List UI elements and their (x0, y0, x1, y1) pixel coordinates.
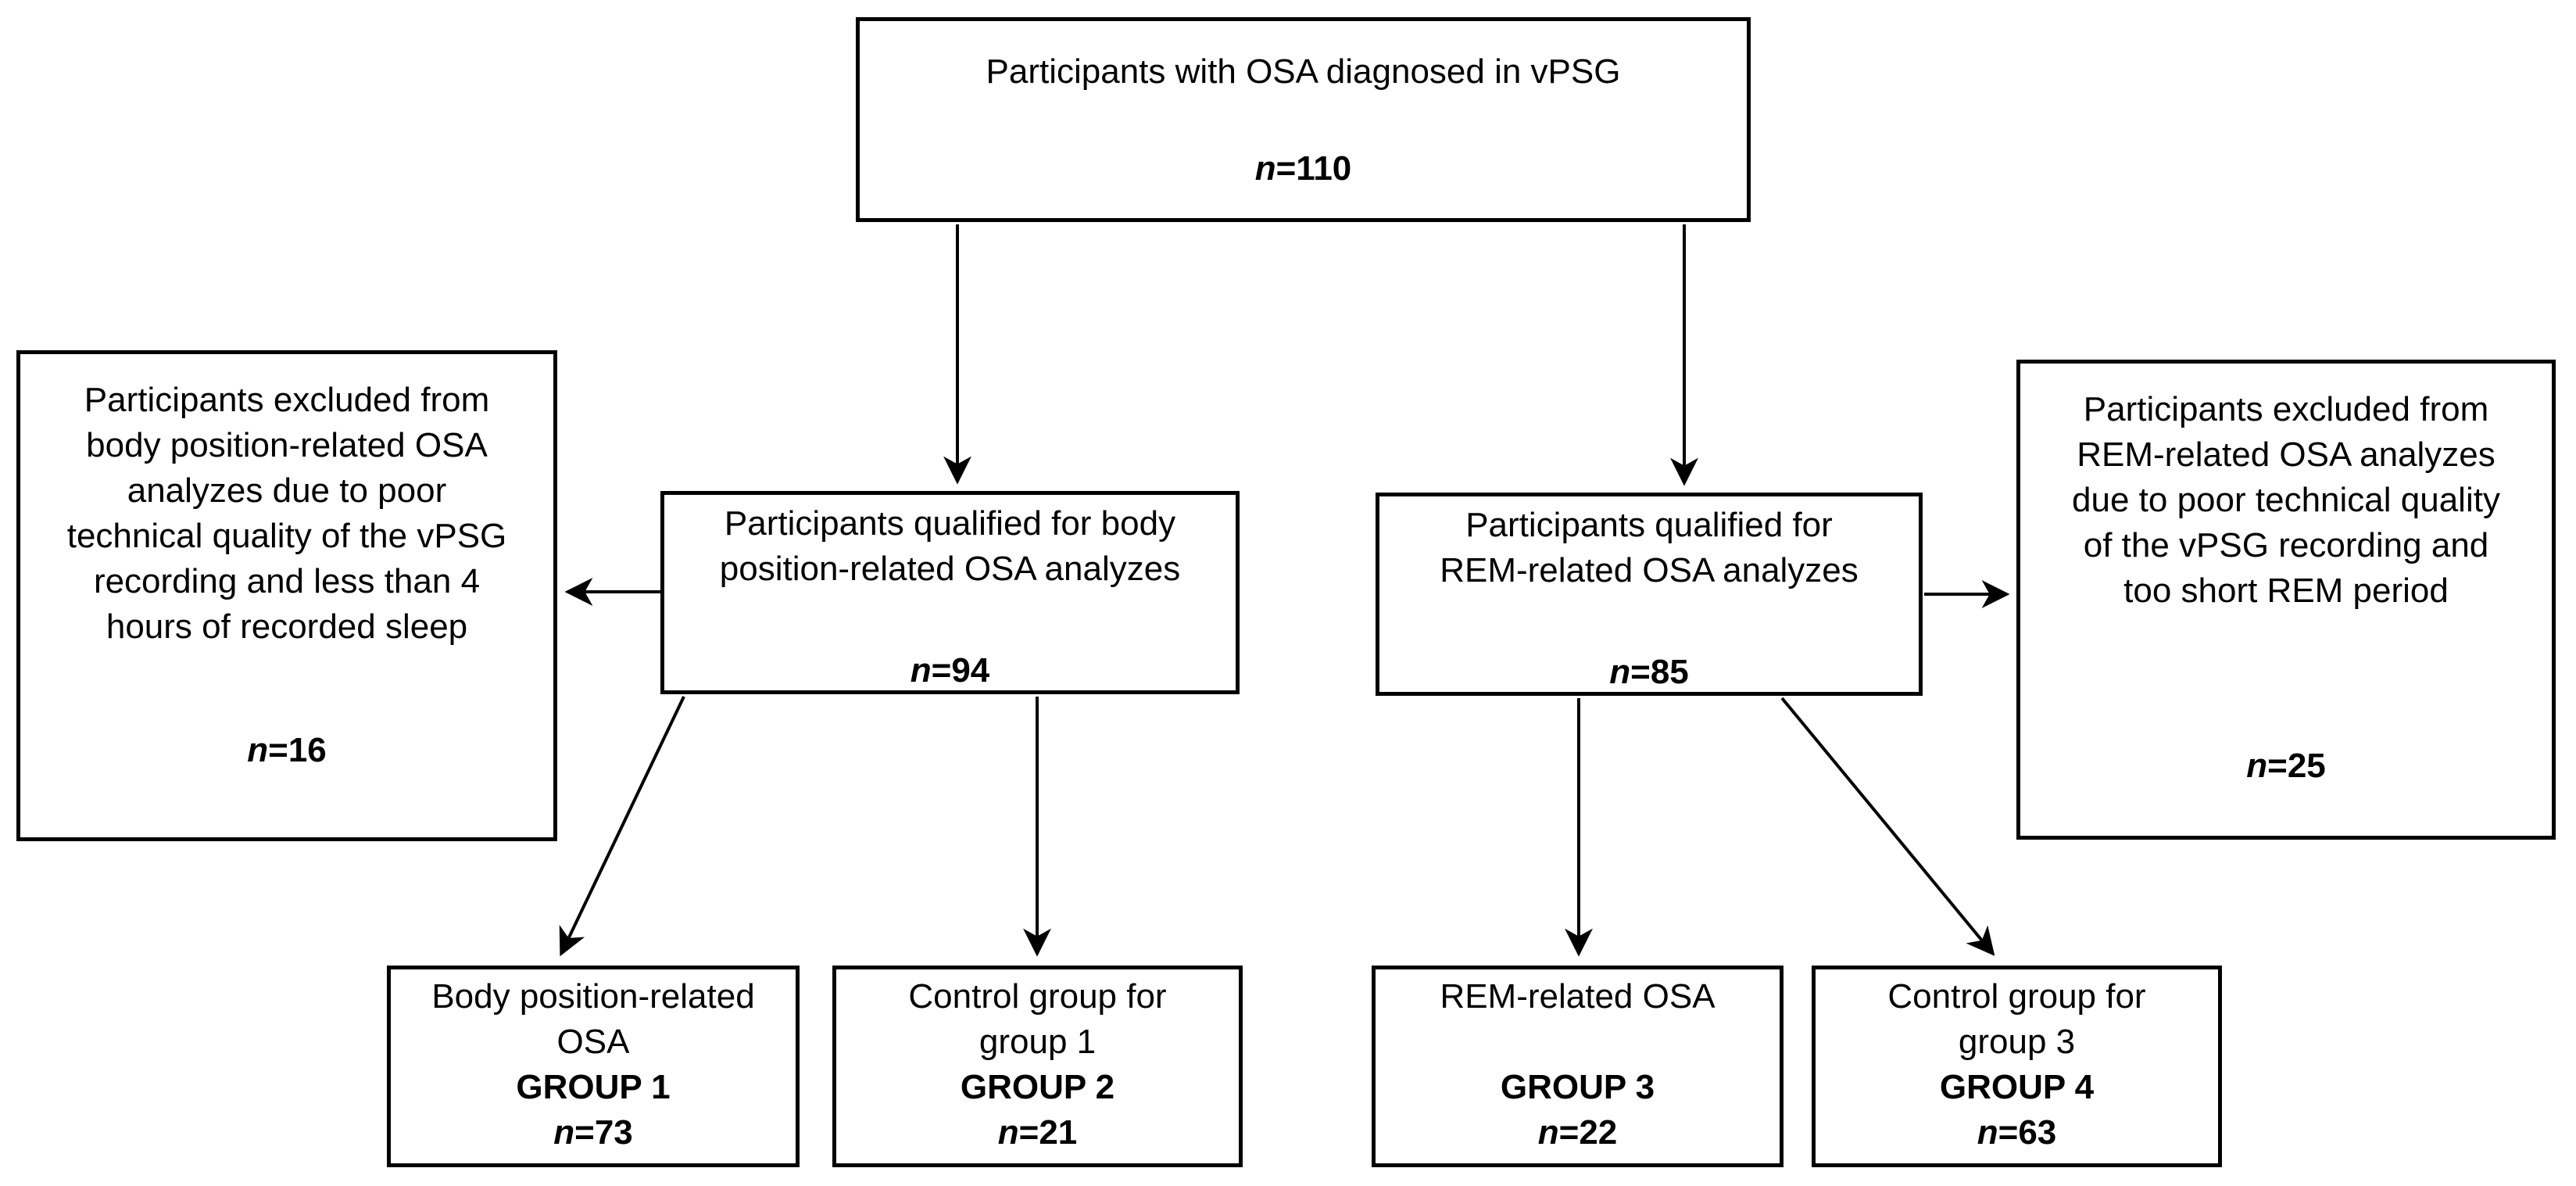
n-number: =63 (1998, 1113, 2057, 1152)
n-number: =16 (268, 731, 327, 769)
n-symbol: n (553, 1113, 575, 1152)
group-label: GROUP 4 (1939, 1068, 2095, 1106)
flow-box-excluded-rem: Participants excluded from REM-related O… (2016, 360, 2556, 840)
sample-size: n=21 (836, 1110, 1239, 1156)
flow-box-group1: Body position-related OSA GROUP 1 n=73 (387, 966, 800, 1167)
flow-box-qualified-rem: Participants qualified for REM-related O… (1376, 493, 1923, 696)
group-label: GROUP 1 (516, 1068, 671, 1106)
box-title-line: body position-related OSA (86, 426, 488, 464)
sample-size: n=110 (860, 146, 1747, 192)
arrow-qualified-rem-to-group4 (1780, 697, 1995, 956)
flow-box-group3: REM-related OSA GROUP 3 n=22 (1372, 966, 1784, 1167)
box-title-line: REM-related OSA analyzes (2077, 435, 2496, 474)
box-title-line: group 1 (979, 1023, 1097, 1061)
n-symbol: n (247, 731, 269, 769)
group-label: GROUP 3 (1500, 1068, 1655, 1106)
flow-box-qualified-body-position: Participants qualified for body position… (660, 491, 1240, 694)
flow-box-source: Participants with OSA diagnosed in vPSG … (856, 17, 1751, 222)
box-title-line: too short REM period (2123, 572, 2449, 610)
box-title-line: REM-related OSA (1440, 977, 1716, 1016)
n-number: =22 (1558, 1113, 1618, 1152)
group-label: GROUP 2 (960, 1068, 1115, 1106)
n-symbol: n (997, 1113, 1019, 1152)
n-number: =73 (574, 1113, 633, 1152)
sample-size: n=73 (391, 1110, 796, 1156)
box-title-line: Participants excluded from (2083, 390, 2489, 428)
n-number: =25 (2267, 747, 2326, 785)
n-number: =94 (931, 651, 990, 690)
n-number: =85 (1630, 653, 1689, 691)
sample-size: n=16 (20, 728, 553, 773)
sample-size: n=85 (1379, 650, 1919, 695)
box-title-line: of the vPSG recording and (2083, 526, 2489, 564)
n-number: =21 (1018, 1113, 1078, 1152)
box-title-line: Participants qualified for body (724, 504, 1176, 543)
n-symbol: n (910, 651, 932, 690)
box-title-line (1376, 1019, 1780, 1065)
n-symbol: n (1609, 653, 1631, 691)
box-title-line: technical quality of the vPSG (66, 517, 507, 555)
box-title-line: Control group for (1887, 977, 2146, 1016)
n-symbol: n (1977, 1113, 1998, 1152)
box-title-line: Participants excluded from (84, 381, 490, 419)
box-title-line: hours of recorded sleep (106, 607, 468, 646)
flow-box-group2: Control group for group 1 GROUP 2 n=21 (832, 966, 1243, 1167)
box-title-line: recording and less than 4 (93, 562, 481, 600)
n-symbol: n (1537, 1113, 1559, 1152)
n-number: =110 (1275, 149, 1352, 188)
box-title-line: OSA (556, 1023, 630, 1061)
arrow-qualified-body-to-group1 (559, 696, 685, 957)
box-title-line: position-related OSA analyzes (719, 550, 1181, 588)
sample-size: n=25 (2020, 743, 2552, 789)
n-symbol: n (1254, 149, 1276, 188)
box-title-line: REM-related OSA analyzes (1440, 551, 1859, 589)
sample-size: n=22 (1376, 1110, 1780, 1156)
sample-size: n=63 (1816, 1110, 2218, 1156)
n-symbol: n (2246, 747, 2268, 785)
box-title-line: Body position-related (431, 977, 755, 1016)
sample-size: n=94 (664, 648, 1236, 693)
flow-box-group4: Control group for group 3 GROUP 4 n=63 (1812, 966, 2222, 1167)
box-title-line: due to poor technical quality (2072, 481, 2500, 519)
box-title-line: group 3 (1958, 1023, 2076, 1061)
box-title-line: Participants qualified for (1465, 506, 1833, 544)
box-title-line: Control group for (908, 977, 1167, 1016)
box-title-line: analyzes due to poor (127, 471, 447, 510)
box-title-line: Participants with OSA diagnosed in vPSG (986, 52, 1621, 91)
flow-box-excluded-body-position: Participants excluded from body position… (16, 350, 557, 841)
